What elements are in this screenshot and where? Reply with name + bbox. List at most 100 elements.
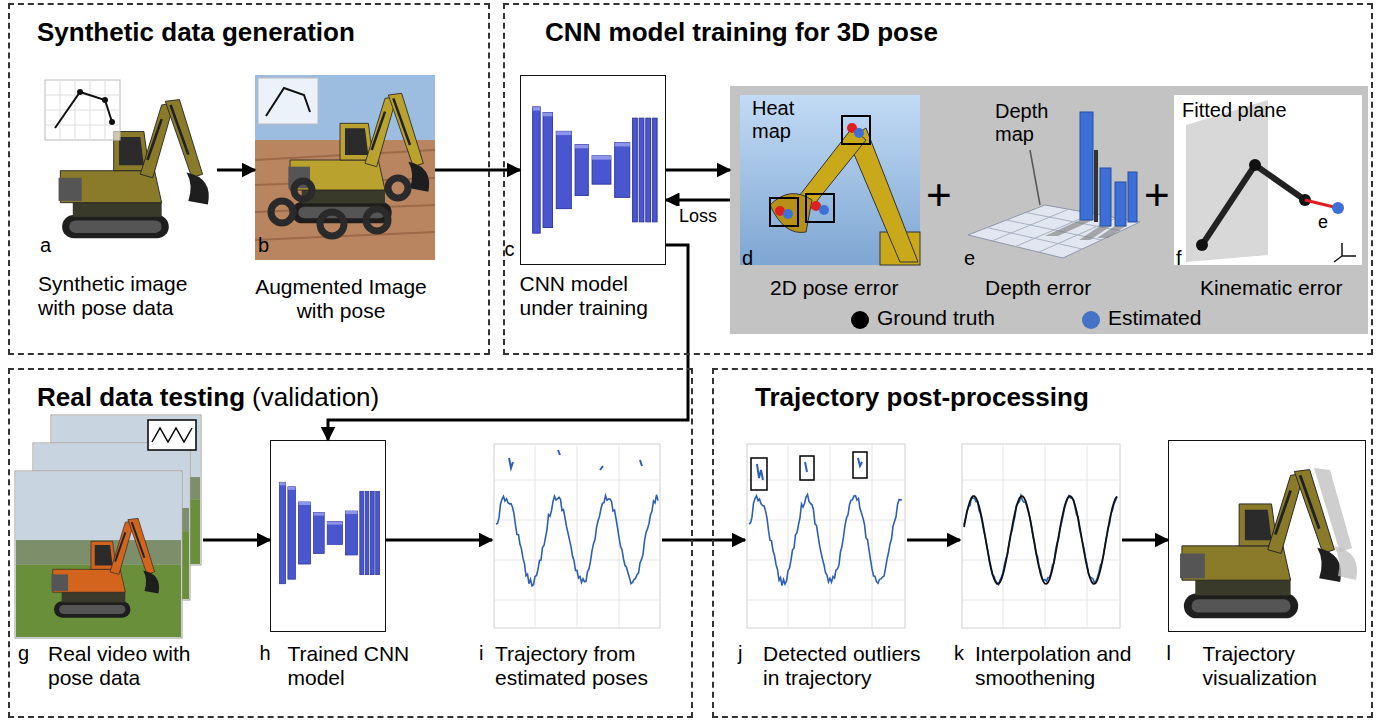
augmented-image: [388, 178, 408, 198]
outlier-plot: [872, 444, 873, 628]
flow-arrow: [662, 539, 745, 542]
flow-arrow: [217, 169, 255, 172]
outlier-plot: [788, 444, 789, 628]
fitted-plane-image: [1174, 95, 1362, 265]
video-frames: [152, 428, 192, 442]
legend-text: Ground truth: [877, 306, 995, 330]
heat-map-image: [740, 95, 920, 265]
caption: 2D pose error: [770, 276, 898, 300]
image-box: aSynthetic image with pose data: [35, 75, 217, 260]
panel-subtitle: (validation): [252, 383, 379, 413]
video-frames: [148, 420, 196, 450]
augmented-image: [271, 201, 293, 223]
dashed-panel: Real data testing(validation)gReal video…: [8, 368, 693, 718]
flow-arrow: [907, 539, 960, 542]
model-box: cCNN model under training: [520, 75, 666, 265]
fitted-plane-image: [1186, 100, 1268, 262]
loss-panel: [730, 86, 1368, 334]
augmented-image: [266, 88, 310, 116]
smoothed-plot: [964, 496, 1117, 585]
video-frames: [15, 471, 182, 638]
heat-map-image: [783, 209, 793, 219]
caption: Trajectory visualization: [1203, 642, 1353, 690]
synthetic-excavator: [90, 80, 91, 140]
outlier-plot: [749, 495, 902, 586]
sub-letter: g: [18, 642, 29, 665]
synthetic-excavator: [75, 80, 76, 140]
synthetic-excavator: [45, 80, 120, 140]
sub-letter: e: [964, 247, 975, 270]
outlier-plot: [747, 520, 905, 521]
outlier-plot: [747, 560, 905, 561]
flow-arrow: [328, 245, 688, 440]
augmented-image: [294, 181, 312, 199]
trajectory-visualization: [1334, 546, 1357, 580]
synthetic-excavator: [109, 119, 115, 125]
fitted-plane-image: [1334, 243, 1356, 262]
smoothed-plot: [962, 480, 1120, 481]
sub-letter: a: [40, 234, 51, 257]
trajectory-visualization: [1180, 468, 1357, 618]
synthetic-excavator: [45, 80, 120, 140]
smoothed-plot: [962, 520, 1120, 521]
caption: Augmented Image with pose: [250, 275, 432, 323]
depth-map-image: [1045, 220, 1093, 236]
plot-box: jDetected outliers in trajectory: [745, 440, 907, 632]
outlier-plot: [747, 444, 905, 628]
caption: CNN model under training: [520, 272, 685, 320]
outlier-plot: [751, 458, 767, 490]
smoothed-plot: [962, 444, 1120, 628]
augmented-image: [255, 75, 435, 260]
heat-map-image: [806, 194, 834, 222]
caption: Trained CNN model: [288, 642, 428, 690]
flow-arrow: [666, 169, 730, 172]
sub-letter: h: [260, 642, 271, 665]
flow-arrow: [386, 539, 492, 542]
depth-map-image: [1097, 226, 1126, 238]
depth-map-image: [1128, 172, 1137, 222]
smoothed-plot: [964, 496, 1117, 584]
legend-swatch: [1082, 311, 1100, 329]
fitted-plane-image: [1174, 95, 1362, 265]
panel-title: Real data testing: [37, 383, 245, 413]
model-box: hTrained CNN model: [270, 440, 386, 632]
synthetic-excavator: [45, 95, 120, 96]
dashed-panel: Synthetic data generation aSynthetic imag…: [8, 3, 490, 355]
image-label: Heat map: [752, 97, 814, 143]
sub-letter: b: [258, 234, 269, 257]
sub-letter: i: [479, 642, 483, 665]
sub-letter: j: [738, 642, 742, 665]
sub-letter: k: [954, 642, 964, 665]
plus-sign: +: [926, 170, 952, 221]
fitted-plane-image: [1342, 255, 1356, 257]
outlier-plot: [747, 480, 905, 481]
image-box: lTrajectory visualization: [1168, 440, 1366, 632]
sub-letter: c: [505, 238, 515, 261]
panel-title: Synthetic data generation: [37, 18, 355, 48]
trajectory-plot: [535, 444, 536, 628]
smoothed-plot: [1087, 444, 1088, 628]
image-box: bAugmented Image with pose: [255, 75, 435, 260]
augmented-image: [366, 209, 388, 231]
outlier-plot: [747, 444, 905, 628]
depth-map-image: [968, 205, 1140, 258]
video-frames: [16, 472, 181, 637]
augmented-image: [271, 178, 408, 236]
caption: Detected outliers in trajectory: [763, 642, 941, 690]
dashed-panel: Trajectory post-processingjDetected outl…: [712, 368, 1373, 718]
cnn-layers: [533, 107, 657, 233]
caption: Interpolation and smoothening: [975, 642, 1157, 690]
heat-map-image: [819, 205, 829, 215]
fitted-plane-image: [1202, 165, 1305, 245]
outlier-plot: [751, 452, 867, 490]
synthetic-excavator: [55, 92, 112, 128]
fitted-plane-image: [1332, 202, 1344, 214]
outlier-plot: [747, 600, 905, 601]
error-label: e: [1318, 212, 1328, 233]
outlier-plot: [800, 456, 814, 480]
heat-map-image: [854, 128, 864, 138]
image-box: Depth mapeDepth error: [958, 92, 1144, 267]
